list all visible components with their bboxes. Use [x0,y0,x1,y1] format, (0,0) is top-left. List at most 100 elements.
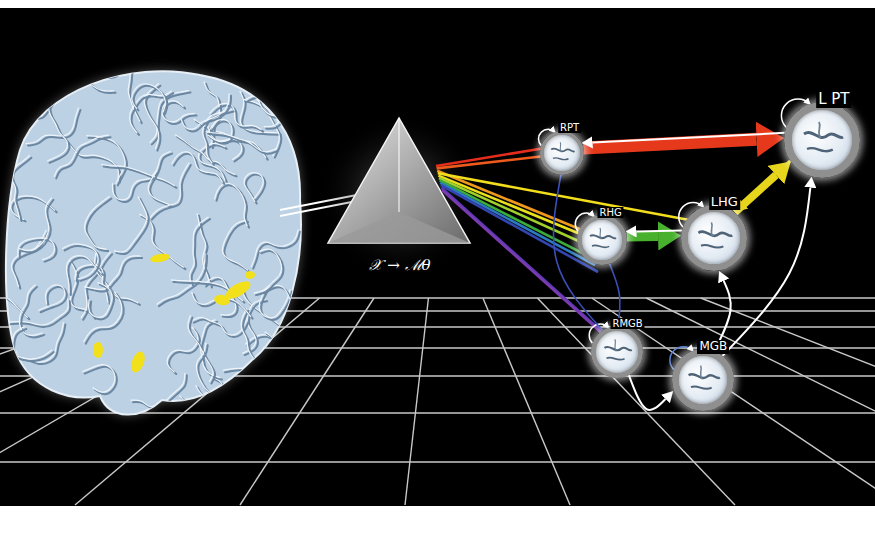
gyrus-highlight [285,67,321,95]
gyrus-highlight [148,152,170,205]
region-node: MGB [672,349,734,411]
gyrus-highlight [12,327,52,359]
texture-stroke [615,339,616,351]
brain-glow [6,71,301,414]
gyrus-highlight [16,323,63,362]
gyrus-line [265,287,314,326]
gyrus-line [248,337,295,370]
gyrus-highlight [206,132,276,152]
region-label: RPT [558,122,581,134]
texture-stroke [807,148,833,151]
gyrus-highlight [244,173,263,202]
texture-stroke [691,386,712,389]
texture-stroke [804,133,843,138]
prism-edge [399,118,400,212]
region-label: LHG [709,195,740,210]
texture-stroke [604,347,631,351]
gyrus-highlight [167,327,198,371]
gyrus-highlight [222,220,247,270]
gyrus-line [50,106,70,163]
cortex-texture [544,135,580,171]
gyrus-highlight [157,254,205,305]
gyrus-highlight [0,65,13,99]
connection-arrow [627,231,658,242]
gyrus-line [14,329,54,361]
connection-arrow [629,375,666,410]
gyrus-highlight [263,285,312,324]
activation-blob [129,350,148,375]
gyrus-highlight [241,309,260,378]
gyrus-line [104,166,177,187]
gyrus-line [252,348,289,383]
texture-stroke [560,142,561,152]
gyrus-highlight [66,256,101,293]
cortex-texture [688,212,740,264]
gyrus-highlight [55,67,122,85]
grid-line [701,298,875,505]
gyrus-highlight [132,84,166,112]
region-label: MGB [697,340,729,354]
gyrus-line [56,137,110,178]
gyrus-line [224,222,249,272]
spectrum-ray [442,190,605,336]
gyrus-line [208,134,278,154]
gyrus-highlight [215,183,248,225]
gyrus-line [3,61,32,113]
gyrus-highlight [85,256,141,290]
gyrus-highlight [176,396,191,463]
spectrum-ray [439,178,585,244]
gyrus-highlight [181,94,229,130]
gyrus-highlight [1,59,30,111]
cortex-texture [596,331,638,373]
activation-blob [93,342,103,358]
gyrus-highlight [265,332,278,394]
texture-stroke [711,222,713,237]
prism-face [328,212,470,243]
gyrus-highlight [196,386,215,450]
gyrus-line [244,359,289,389]
gyrus-line [20,82,73,125]
region-node: L PT [784,102,860,178]
gyrus-line [265,350,277,424]
region-label: RHG [597,207,623,219]
activation-blob [213,294,230,307]
texture-stroke [700,366,702,379]
gyrus-highlight [85,196,110,249]
brain-outline [6,71,301,414]
texture-stroke [701,245,723,248]
gyrus-line [133,375,187,409]
gyrus-highlight [19,198,51,250]
black-ground [0,8,875,506]
region-node: RPT [540,131,584,175]
connection-arrow [637,230,682,233]
gyrus-line [89,138,127,186]
gyrus-line [0,387,14,451]
gyrus-line [91,46,116,93]
gyrus-highlight [172,152,222,182]
gyrus-line [267,334,280,396]
gyrus-line [260,86,296,119]
gyrus-line [194,294,253,318]
texture-stroke [689,374,720,378]
gyrus-highlight [11,156,29,219]
gyrus-highlight [223,348,290,370]
model-formula: 𝒳 → ℳθ [340,256,460,274]
gyrus-highlight [89,44,114,91]
gyrus-highlight [94,253,137,303]
gyrus-highlight [216,356,265,407]
texture-stroke [553,158,568,160]
gyrus-highlight [242,357,287,387]
gyrus-line [87,258,143,292]
gyrus-highlight [0,385,12,449]
grid-line [483,298,570,505]
gyrus-line [150,154,172,207]
gyrus-highlight [63,244,98,279]
spectrum-ray [440,180,592,258]
region-label: RMGB [611,318,645,330]
region-node: RHG [577,215,627,265]
gyrus-highlight [84,292,122,342]
spectrum-ray [440,183,595,265]
texture-stroke [551,149,574,152]
